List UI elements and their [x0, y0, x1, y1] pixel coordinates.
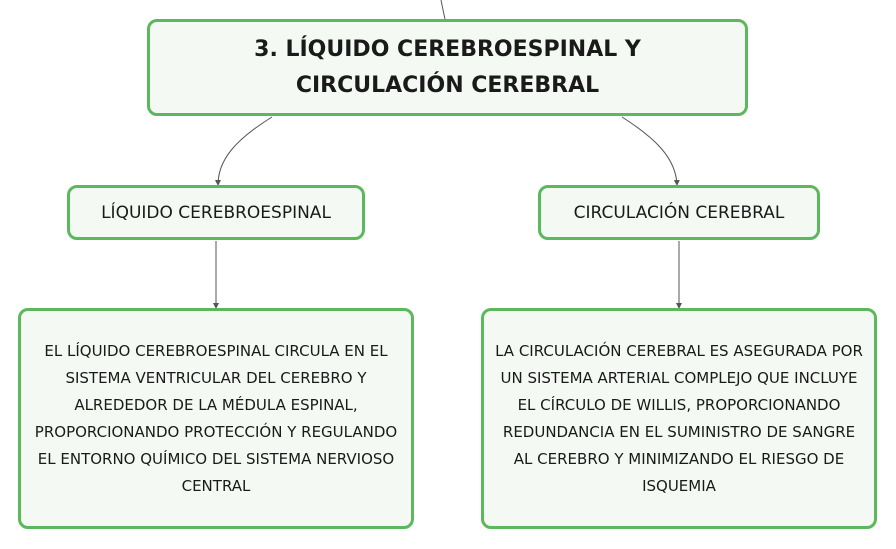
detail-node-liquido-cerebroespinal[interactable]: EL LÍQUIDO CEREBROESPINAL CIRCULA EN EL … — [18, 308, 414, 529]
subtopic-node-circulacion-cerebral[interactable]: CIRCULACIÓN CEREBRAL — [538, 185, 820, 240]
main-topic-label: 3. LÍQUIDO CEREBROESPINAL Y CIRCULACIÓN … — [254, 36, 641, 98]
subtopic-label: LÍQUIDO CEREBROESPINAL — [101, 202, 331, 223]
subtopic-label: CIRCULACIÓN CEREBRAL — [573, 202, 785, 223]
connector-main-to-left-branch — [215, 116, 273, 186]
detail-node-circulacion-cerebral[interactable]: LA CIRCULACIÓN CEREBRAL ES ASEGURADA POR… — [481, 308, 877, 529]
detail-text: LA CIRCULACIÓN CEREBRAL ES ASEGURADA POR… — [495, 341, 863, 495]
main-topic-node[interactable]: 3. LÍQUIDO CEREBROESPINAL Y CIRCULACIÓN … — [147, 19, 748, 116]
detail-text: EL LÍQUIDO CEREBROESPINAL CIRCULA EN EL … — [34, 341, 398, 495]
connector-main-to-right-branch — [621, 116, 680, 186]
connector-from-parent — [440, 0, 446, 20]
subtopic-node-liquido-cerebroespinal[interactable]: LÍQUIDO CEREBROESPINAL — [67, 185, 365, 240]
